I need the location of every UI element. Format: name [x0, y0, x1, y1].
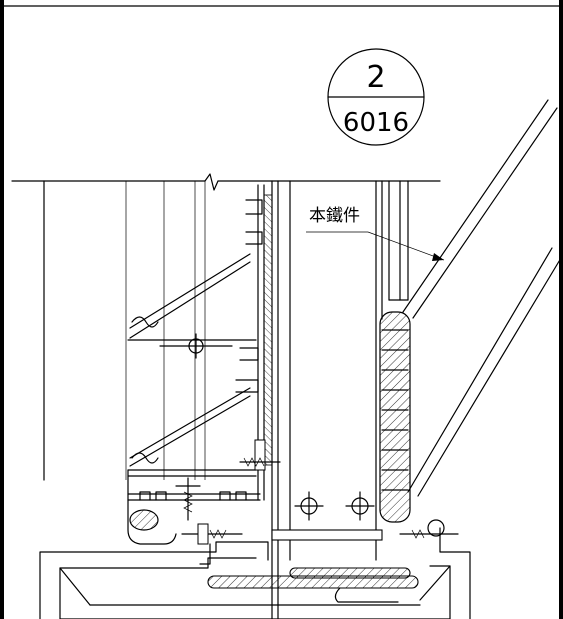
- gasket-strip: [263, 194, 273, 466]
- screw-bottom-left: [175, 477, 201, 521]
- wall-lines: [43, 180, 206, 481]
- steel-column: [271, 180, 409, 619]
- detail-marker: 2 6016: [327, 48, 425, 146]
- screw-sill-left: [181, 523, 243, 545]
- sill-frame: [39, 527, 471, 619]
- detail-sheet-number: 6016: [343, 108, 409, 138]
- screw-side: [239, 439, 281, 471]
- weld-bead-bottom: [207, 567, 419, 603]
- screw-sill-right: [399, 519, 459, 539]
- rubber-seal: [129, 509, 159, 531]
- bolt-lower-right: [345, 491, 375, 521]
- weld-bead-vertical: [379, 311, 411, 523]
- detail-number: 2: [366, 60, 385, 95]
- sill-plate: [271, 529, 383, 541]
- bolt-lower-left: [294, 491, 324, 521]
- callout-label: 本鐵件: [309, 206, 360, 226]
- callout-steel-member: 本鐵件: [306, 206, 445, 261]
- diagonal-rails: [402, 99, 562, 497]
- bolt-center: [159, 333, 233, 359]
